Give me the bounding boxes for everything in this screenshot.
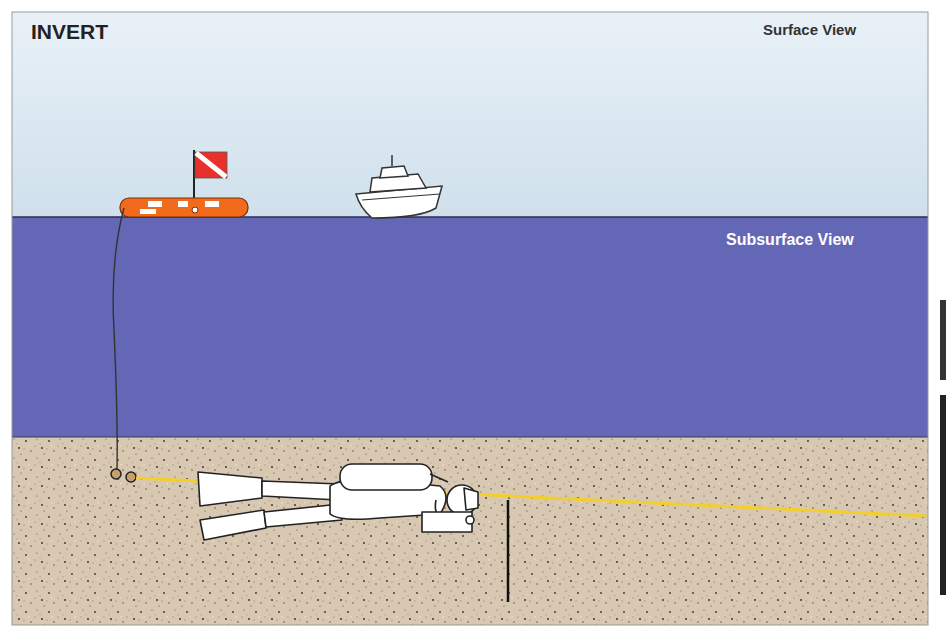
stake (507, 500, 510, 602)
diagram-title: INVERT (31, 20, 108, 44)
diver-hand (466, 516, 474, 524)
boat-rail (362, 194, 440, 200)
float-body (120, 198, 248, 217)
down-line (113, 208, 124, 470)
diver-leg (262, 481, 340, 500)
boat-bridge (380, 166, 408, 178)
anchor-ring (111, 469, 121, 479)
sky (12, 12, 928, 218)
dive-float (120, 150, 248, 217)
boat-mast (391, 155, 393, 166)
view-label: Surface View (763, 21, 856, 38)
float-hatch (192, 207, 198, 213)
boat-hull (356, 186, 442, 218)
float-panel (148, 201, 162, 207)
dive-flag (195, 152, 227, 178)
dive-mask (464, 488, 478, 510)
edge-mark (940, 300, 946, 380)
water (12, 217, 928, 438)
diver-head (447, 485, 477, 515)
flag-stripe (196, 153, 226, 177)
seabed-edge (12, 437, 928, 438)
regulator-hose (430, 474, 448, 482)
data-slate (422, 512, 472, 532)
frame (12, 12, 928, 625)
seabed (12, 437, 928, 625)
fin (198, 472, 262, 506)
edge-mark (940, 395, 946, 595)
anchor-ring (126, 472, 136, 482)
fin (200, 510, 266, 540)
float-panel (140, 209, 156, 214)
float-panel (205, 201, 219, 207)
view-label: Subsurface View (726, 231, 854, 249)
scuba-tank (340, 464, 432, 490)
diver (198, 464, 478, 540)
boat (356, 155, 442, 218)
float-panel (178, 201, 188, 207)
